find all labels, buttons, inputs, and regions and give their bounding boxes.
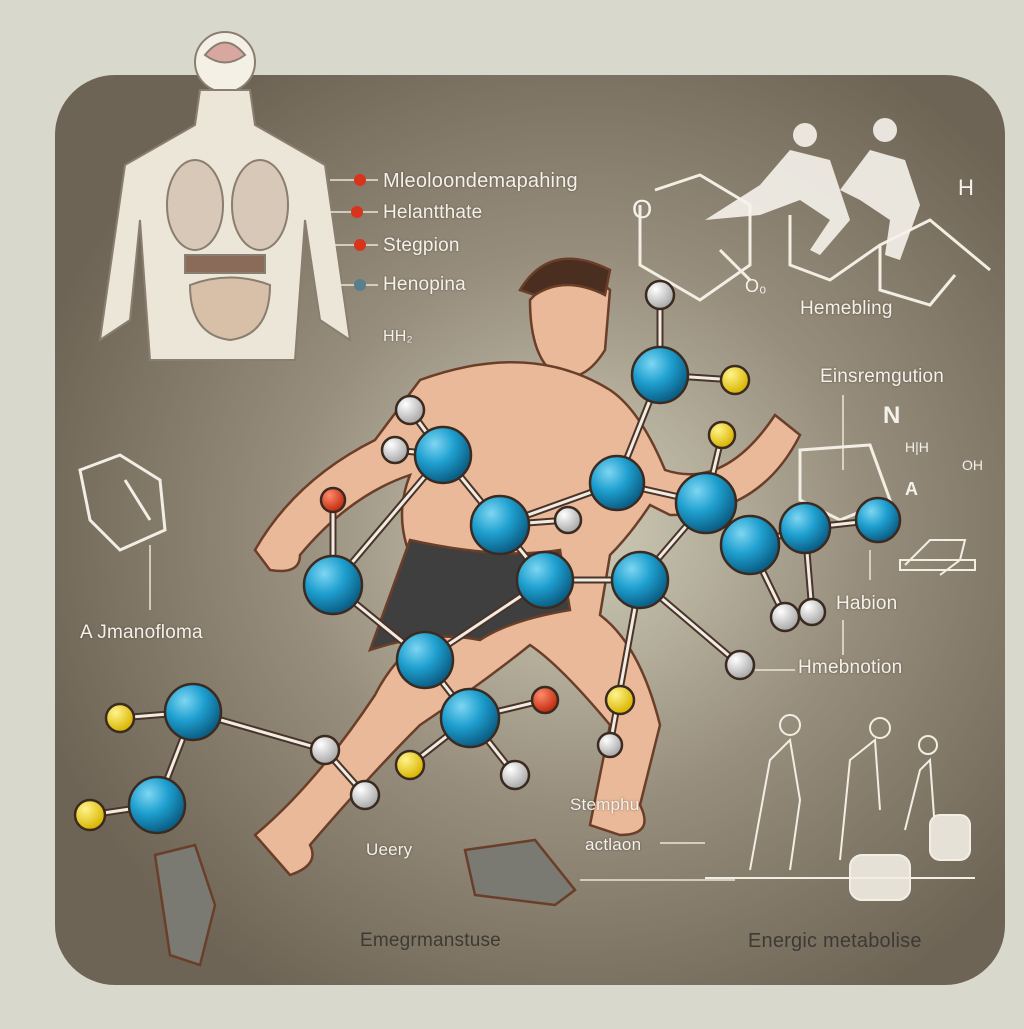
atom-blue <box>588 454 646 512</box>
atom-white <box>596 731 624 759</box>
organ-label-4: Henopina <box>383 274 466 295</box>
jmanofloma-label: A Jmanofloma <box>80 622 203 643</box>
organ-label-3: Stegpion <box>383 235 460 256</box>
atom-white <box>499 759 531 791</box>
hydrogen-label: H <box>958 175 974 200</box>
atom-red <box>530 685 560 715</box>
oh-label: OH <box>962 457 983 473</box>
atom-yellow <box>394 749 426 781</box>
ueery-label: Ueery <box>366 840 413 859</box>
habion-label: Habion <box>836 593 898 614</box>
atom-white <box>797 597 827 627</box>
atom-blue <box>674 471 738 535</box>
atom-white <box>644 279 676 311</box>
energic-metabolise-label: Energic metabolise <box>748 930 922 952</box>
atom-white <box>394 394 426 426</box>
a-label: A <box>905 479 918 499</box>
chem-text: O O₀ H N H|H OH A <box>632 175 983 499</box>
atom-blue <box>610 550 670 610</box>
atom-white <box>380 435 410 465</box>
atom-blue <box>395 630 455 690</box>
runner-silhouettes <box>705 118 920 260</box>
atom-blue <box>302 554 364 616</box>
atom-red <box>319 486 347 514</box>
atom-blue <box>854 496 902 544</box>
nitrogen-label: N <box>883 402 900 429</box>
atom-blue <box>469 494 531 556</box>
organ-dots <box>351 174 366 291</box>
atom-white <box>309 734 341 766</box>
emegrmanstuse-label: Emegrmanstuse <box>360 930 501 951</box>
atom-yellow <box>719 364 751 396</box>
hmebnotion-label: Hmebnotion <box>798 657 903 678</box>
atom-blue <box>413 425 473 485</box>
atom-blue <box>163 682 223 742</box>
atom-blue <box>778 501 832 555</box>
oxygen-label: O <box>632 194 652 224</box>
atom-yellow <box>707 420 737 450</box>
oxygen-sub-label: O₀ <box>745 276 766 296</box>
atom-blue <box>630 345 690 405</box>
atom-blue <box>719 514 781 576</box>
atom-white <box>769 601 801 633</box>
einsremgution-label: Einsremgution <box>820 366 945 387</box>
atom-white <box>553 505 583 535</box>
hh-small-label: H|H <box>905 439 929 455</box>
atom-yellow <box>104 702 136 734</box>
hh-label: HH₂ <box>383 328 413 345</box>
actlaon-label: actlaon <box>585 835 642 854</box>
exercise-sketch <box>705 539 976 901</box>
atom-yellow <box>73 798 107 832</box>
atom-white <box>349 779 381 811</box>
anatomy-figure <box>98 31 352 361</box>
atom-blue <box>127 775 187 835</box>
atom-white <box>724 649 756 681</box>
hemebling-label: Hemebling <box>800 298 893 319</box>
atom-blue <box>439 687 501 749</box>
molecule-atoms <box>73 279 902 835</box>
organ-label-2: Helantthate <box>383 202 483 223</box>
atom-blue <box>515 550 575 610</box>
atom-yellow <box>604 684 636 716</box>
organ-label-1: Mleoloondemapahing <box>383 170 578 192</box>
stemphu-label: Stemphu <box>570 795 640 814</box>
